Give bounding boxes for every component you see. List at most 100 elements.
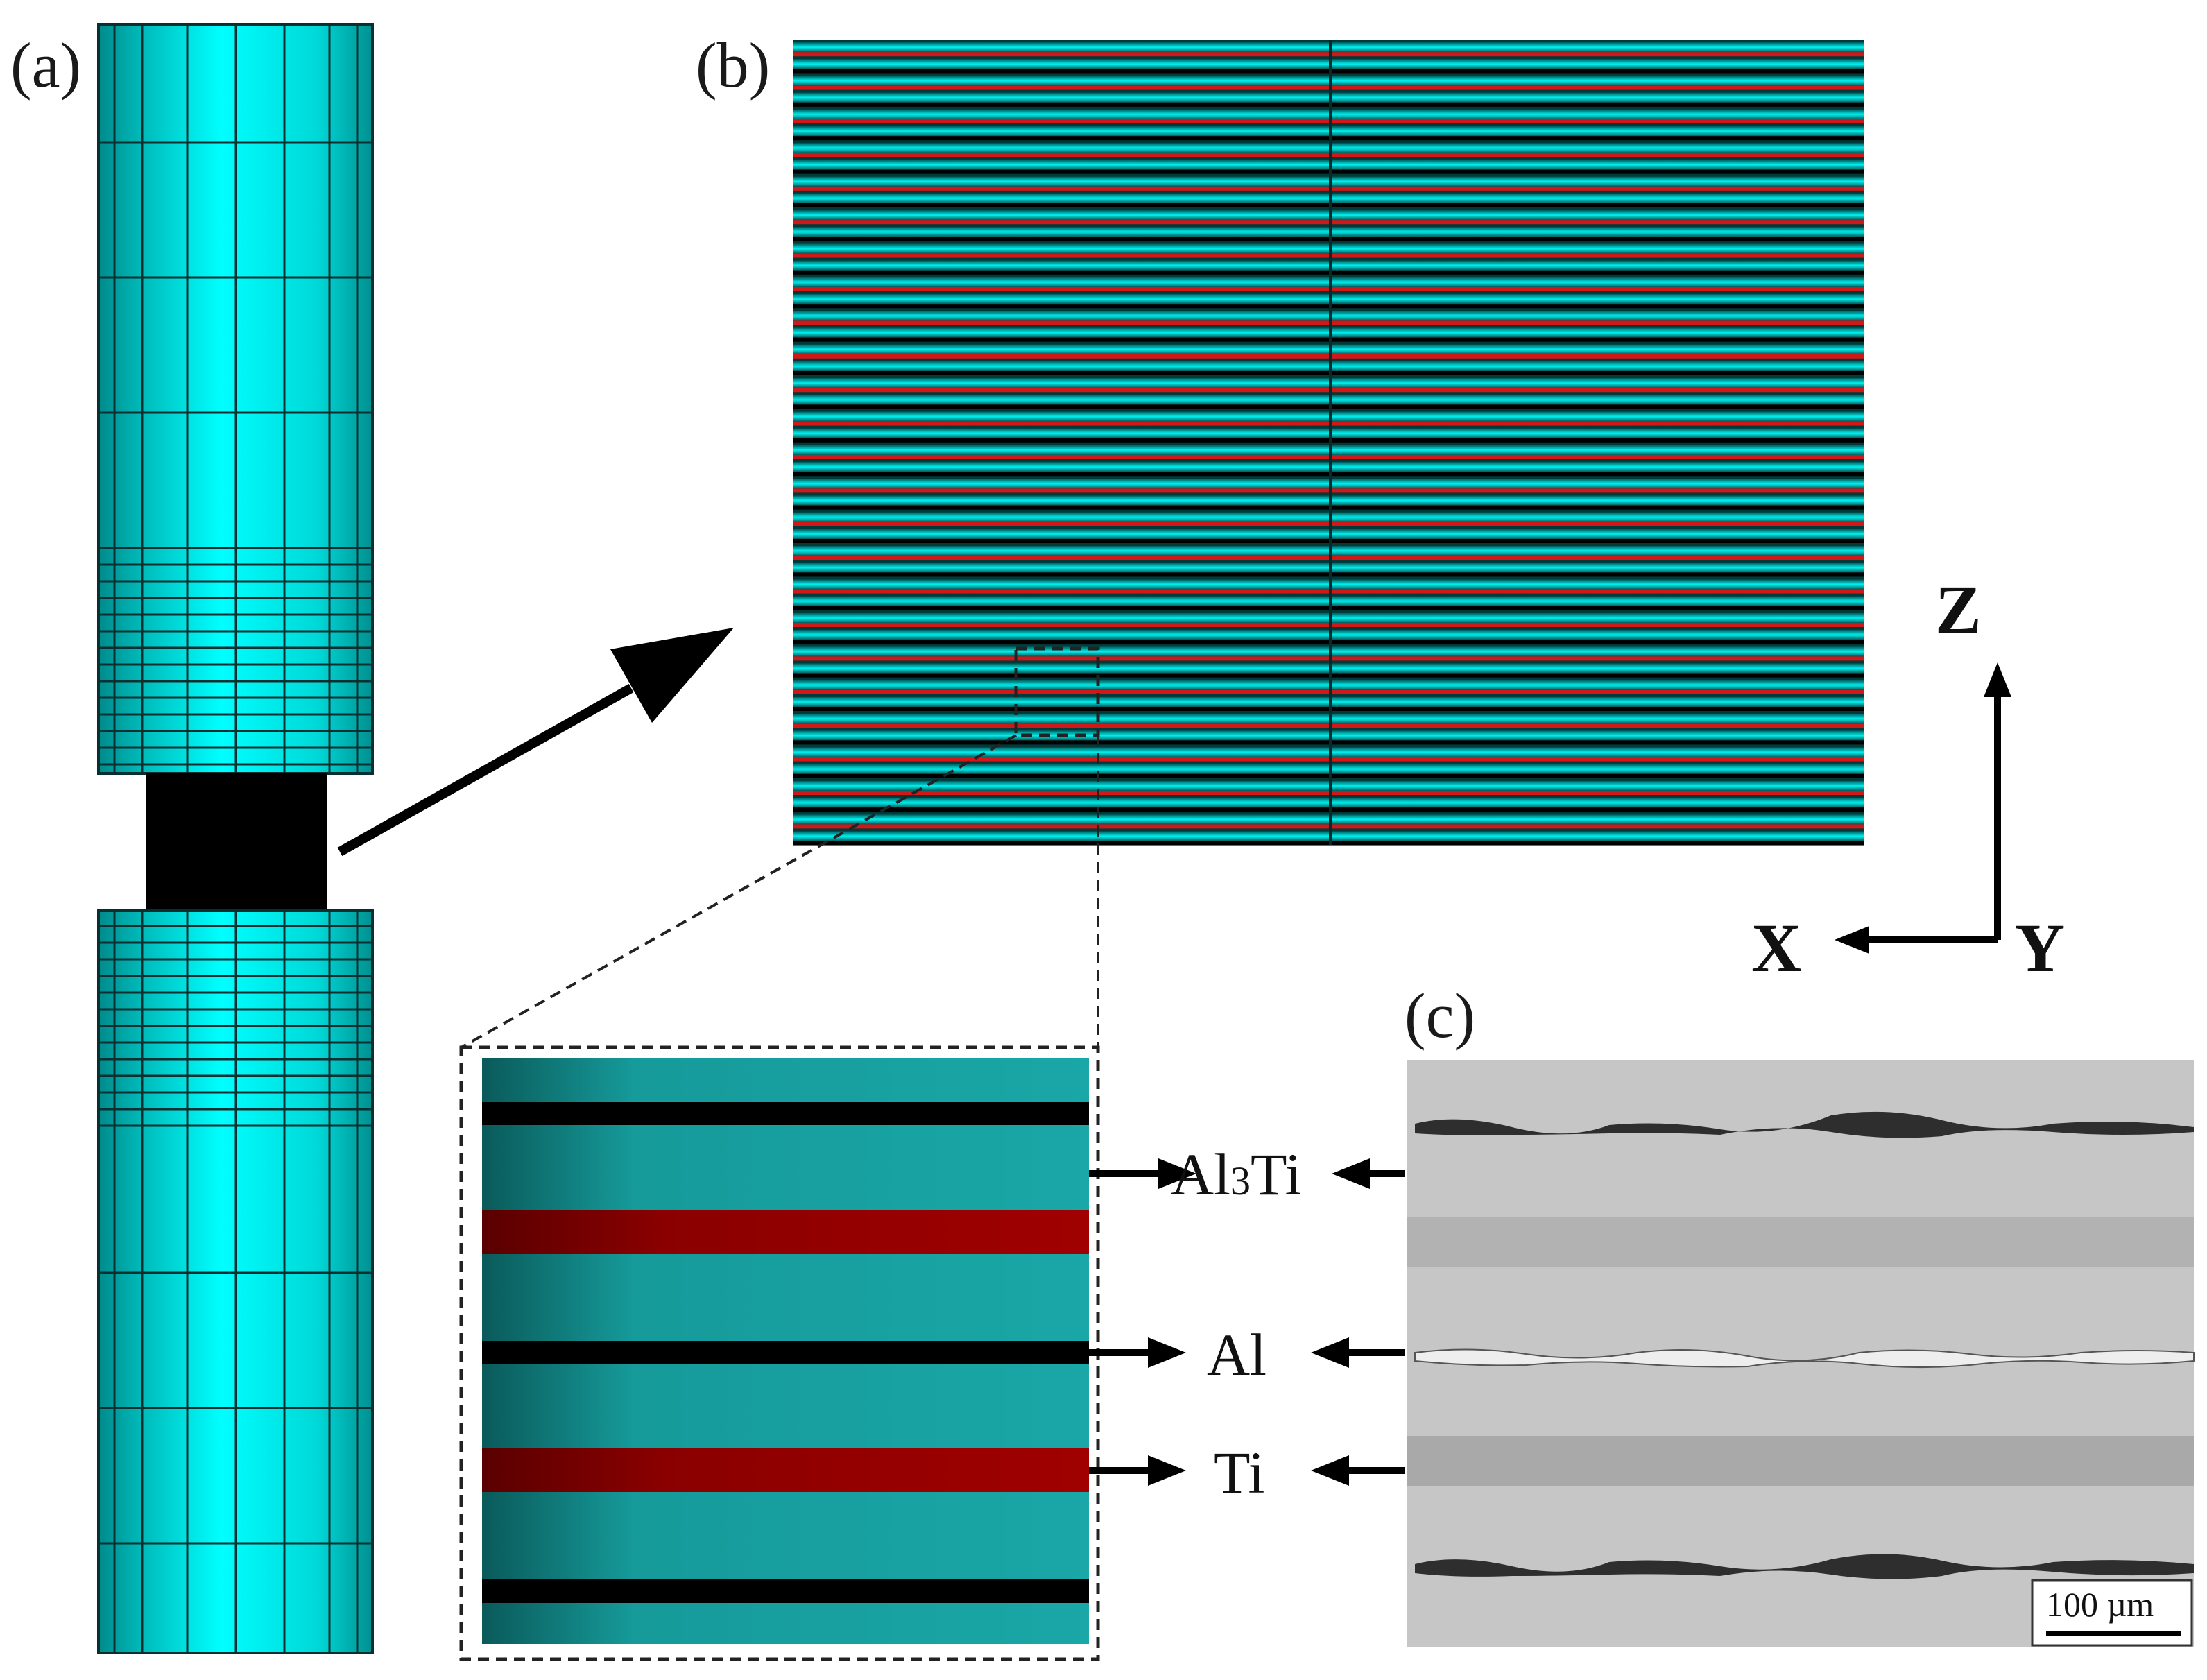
laminate-band	[793, 327, 1864, 338]
laminate-band	[793, 630, 1864, 640]
laminate-separator	[793, 69, 1864, 74]
laminate-separator	[793, 723, 1864, 728]
laminate-separator	[793, 337, 1864, 342]
laminate-separator	[793, 656, 1864, 661]
laminate-band	[793, 294, 1864, 305]
laminate-band	[793, 512, 1864, 522]
laminate-separator	[793, 707, 1864, 711]
laminate-separator	[793, 472, 1864, 477]
laminate-band	[793, 663, 1864, 674]
laminate-band	[793, 227, 1864, 237]
laminate-separator	[793, 740, 1864, 745]
laminate-separator	[793, 404, 1864, 409]
laminate-band	[793, 730, 1864, 741]
laminate-separator	[793, 438, 1864, 443]
laminate-separator	[793, 791, 1864, 795]
laminate-band	[793, 59, 1864, 69]
laminate-separator	[793, 572, 1864, 577]
laminate-band	[793, 462, 1864, 472]
laminate-band	[793, 563, 1864, 573]
laminate-band	[793, 42, 1864, 53]
laminate-band	[793, 696, 1864, 707]
laminate-band	[793, 680, 1864, 690]
laminate-band	[793, 596, 1864, 606]
micrograph-al-layer	[1414, 1348, 2195, 1369]
laminate-separator	[793, 773, 1864, 778]
inset-layer-al3ti-1	[482, 1102, 1089, 1125]
micrograph	[1407, 1060, 2194, 1647]
inset-layer-al3ti-3	[482, 1579, 1089, 1603]
laminate-band	[793, 495, 1864, 506]
laminate-band	[793, 764, 1864, 774]
laminate-separator	[793, 589, 1864, 594]
laminate-band	[793, 445, 1864, 455]
micrograph-al3ti-layer-2	[1415, 1554, 2194, 1579]
laminate-separator	[793, 220, 1864, 225]
panel-c: (c) 100 µm	[1405, 980, 2195, 1647]
phase-label-al: Al	[1207, 1321, 1266, 1388]
panel-b: (b)	[461, 30, 1864, 1049]
laminate-band	[793, 612, 1864, 623]
laminate-separator	[793, 320, 1864, 325]
laminate-separator	[793, 539, 1864, 543]
laminate-separator	[793, 304, 1864, 309]
laminate-separator	[793, 807, 1864, 812]
laminate-band	[793, 831, 1864, 841]
laminate-band	[793, 210, 1864, 221]
lower-mesh-horizontal	[98, 925, 372, 1545]
laminate-band	[793, 260, 1864, 271]
panel-c-label: (c)	[1405, 980, 1475, 1051]
laminate-separator	[793, 52, 1864, 57]
laminate-band	[793, 395, 1864, 405]
z-axis-label: Z	[1935, 571, 1982, 648]
laminate-separator	[793, 421, 1864, 426]
laminate-band	[793, 428, 1864, 438]
laminate-separator	[793, 270, 1864, 275]
laminate-separator	[793, 673, 1864, 678]
laminate-separator	[793, 102, 1864, 107]
micrograph-al3ti-layer-1	[1415, 1111, 2194, 1138]
laminate-band	[793, 76, 1864, 86]
laminate-separator	[793, 136, 1864, 141]
laminate-separator	[793, 287, 1864, 291]
lower-mesh-vertical	[113, 911, 359, 1653]
laminate-separator	[793, 203, 1864, 207]
zoom-inset	[459, 1045, 1100, 1661]
laminate-separator	[793, 606, 1864, 610]
laminate-band	[793, 798, 1864, 808]
laminate-band	[793, 92, 1864, 103]
laminate-band	[793, 361, 1864, 371]
phase-labels: Al3Ti Al Ti	[1089, 1141, 1405, 1506]
laminate-separator	[793, 85, 1864, 90]
laminate-band	[793, 311, 1864, 321]
laminate-separator	[793, 640, 1864, 644]
zoom-connector-left	[461, 734, 1017, 1049]
laminate-separator	[793, 169, 1864, 174]
laminate-separator	[793, 522, 1864, 526]
inset-layer-ti-2	[482, 1448, 1089, 1492]
laminate-band	[793, 176, 1864, 187]
panel-a-label: (a)	[10, 30, 81, 101]
laminate-band	[793, 160, 1864, 170]
scale-bar-label: 100 µm	[2046, 1585, 2154, 1624]
laminate-band	[793, 747, 1864, 757]
laminate-separator	[793, 237, 1864, 241]
laminate-separator	[793, 505, 1864, 510]
laminate-separator	[793, 253, 1864, 258]
laminate-band	[793, 814, 1864, 825]
arrow-icon	[337, 628, 734, 857]
laminate-separator	[793, 623, 1864, 627]
laminate-band	[793, 479, 1864, 489]
x-axis-label: X	[1751, 909, 1801, 986]
laminate-band	[793, 529, 1864, 539]
panel-a: (a)	[10, 23, 374, 1654]
micrograph-ti-band-2	[1407, 1436, 2194, 1486]
laminate-band	[793, 411, 1864, 422]
inset-layer-ti-1	[482, 1210, 1089, 1254]
coordinate-axes: Z X Y	[1751, 571, 2065, 986]
inset-layer-al3ti-2	[482, 1341, 1089, 1364]
laminate-separator	[793, 556, 1864, 560]
laminate-band	[793, 579, 1864, 590]
laminate-separator	[793, 757, 1864, 762]
